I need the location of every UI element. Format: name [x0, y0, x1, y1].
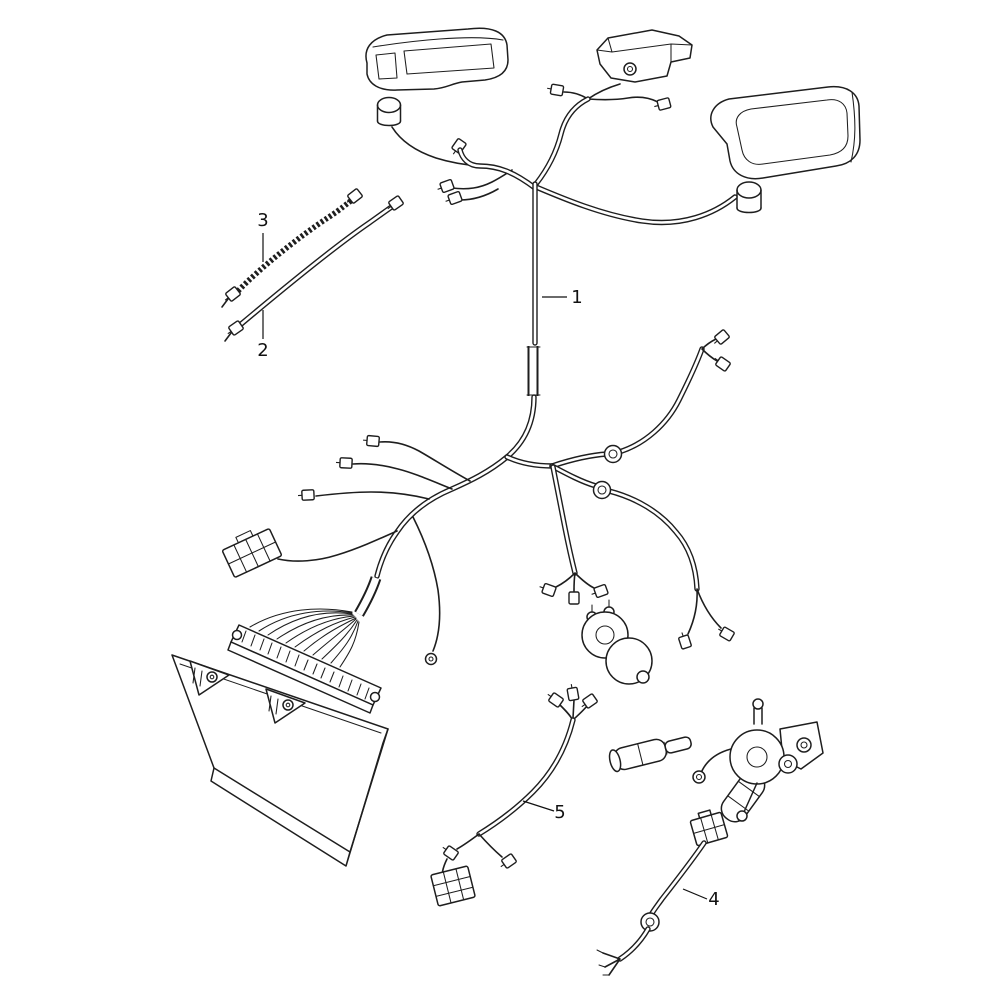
wire-fan	[249, 608, 360, 668]
cable-ring	[603, 444, 623, 464]
multi-pin-connector	[222, 528, 282, 578]
single-cable	[224, 194, 405, 342]
callout-5-label: 5	[554, 802, 565, 823]
wiper-motor-assembly	[692, 698, 824, 823]
callout-4-label: 4	[708, 889, 719, 910]
auxiliary-harness	[430, 682, 599, 907]
callout-5: 5	[522, 800, 566, 823]
bracket-part	[545, 29, 693, 113]
control-unit	[171, 608, 389, 867]
callout-3-label: 3	[257, 210, 268, 231]
callout-1: 1	[542, 287, 583, 308]
cylindrical-sensor-part	[608, 736, 692, 773]
trim-panel-part	[710, 85, 861, 180]
rear-motor-harness	[596, 809, 729, 976]
callout-3: 3	[257, 210, 269, 262]
round-connector-right	[736, 181, 762, 214]
solenoid-coil-part	[581, 599, 653, 685]
engine-harness	[277, 328, 736, 666]
grommet-ring	[640, 912, 660, 932]
ribbed-cable	[221, 187, 364, 308]
cable-ring	[592, 480, 612, 500]
callout-4: 4	[682, 888, 720, 910]
main-wiring-harness	[460, 99, 735, 457]
cluster-housing-part	[365, 27, 509, 91]
plug-connectors-left	[435, 137, 513, 207]
callout-1-label: 1	[571, 287, 582, 308]
callout-2-label: 2	[257, 340, 268, 361]
callout-2: 2	[257, 310, 269, 361]
